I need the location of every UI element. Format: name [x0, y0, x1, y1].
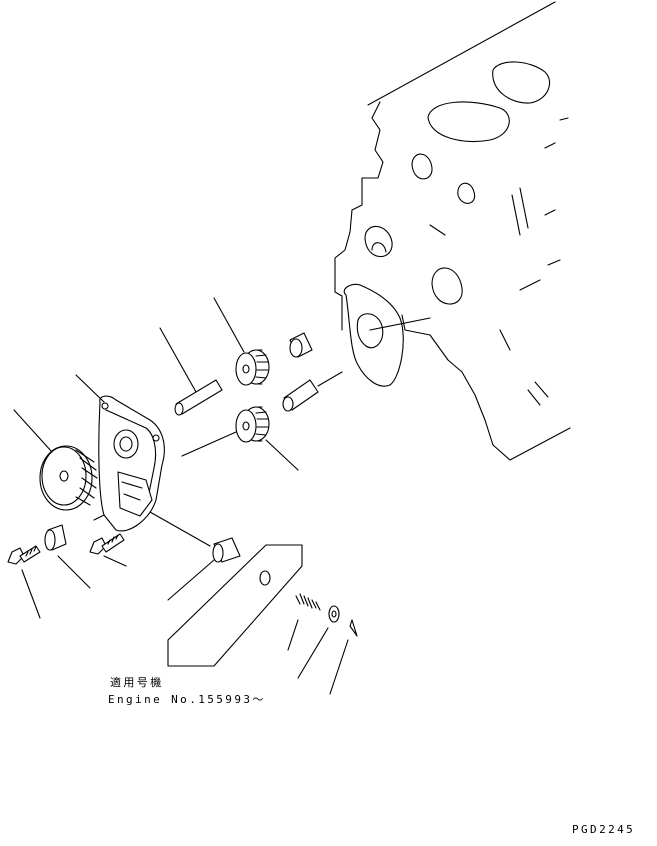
drawing-code: PGD2245 [572, 823, 635, 836]
bolt-center [89, 533, 127, 567]
bushing [289, 332, 313, 358]
pump-gear-lower [181, 406, 299, 471]
bolt-left [7, 545, 41, 619]
spring [287, 593, 321, 651]
cotter-pin [329, 619, 358, 695]
oil-pump-body [75, 374, 211, 547]
drive-gear [13, 409, 98, 511]
applicable-engine-frame [167, 544, 303, 667]
washer [297, 605, 340, 679]
collar [44, 524, 91, 589]
dowel [282, 371, 343, 412]
engine-block [334, 1, 571, 461]
shaft-pin [159, 327, 223, 416]
pump-gear-upper [213, 297, 270, 386]
relief-valve-cover [167, 537, 241, 601]
applicable-model-label: 適用号機 [110, 675, 164, 689]
engine-number-label: Engine No.155993～ [108, 693, 266, 706]
